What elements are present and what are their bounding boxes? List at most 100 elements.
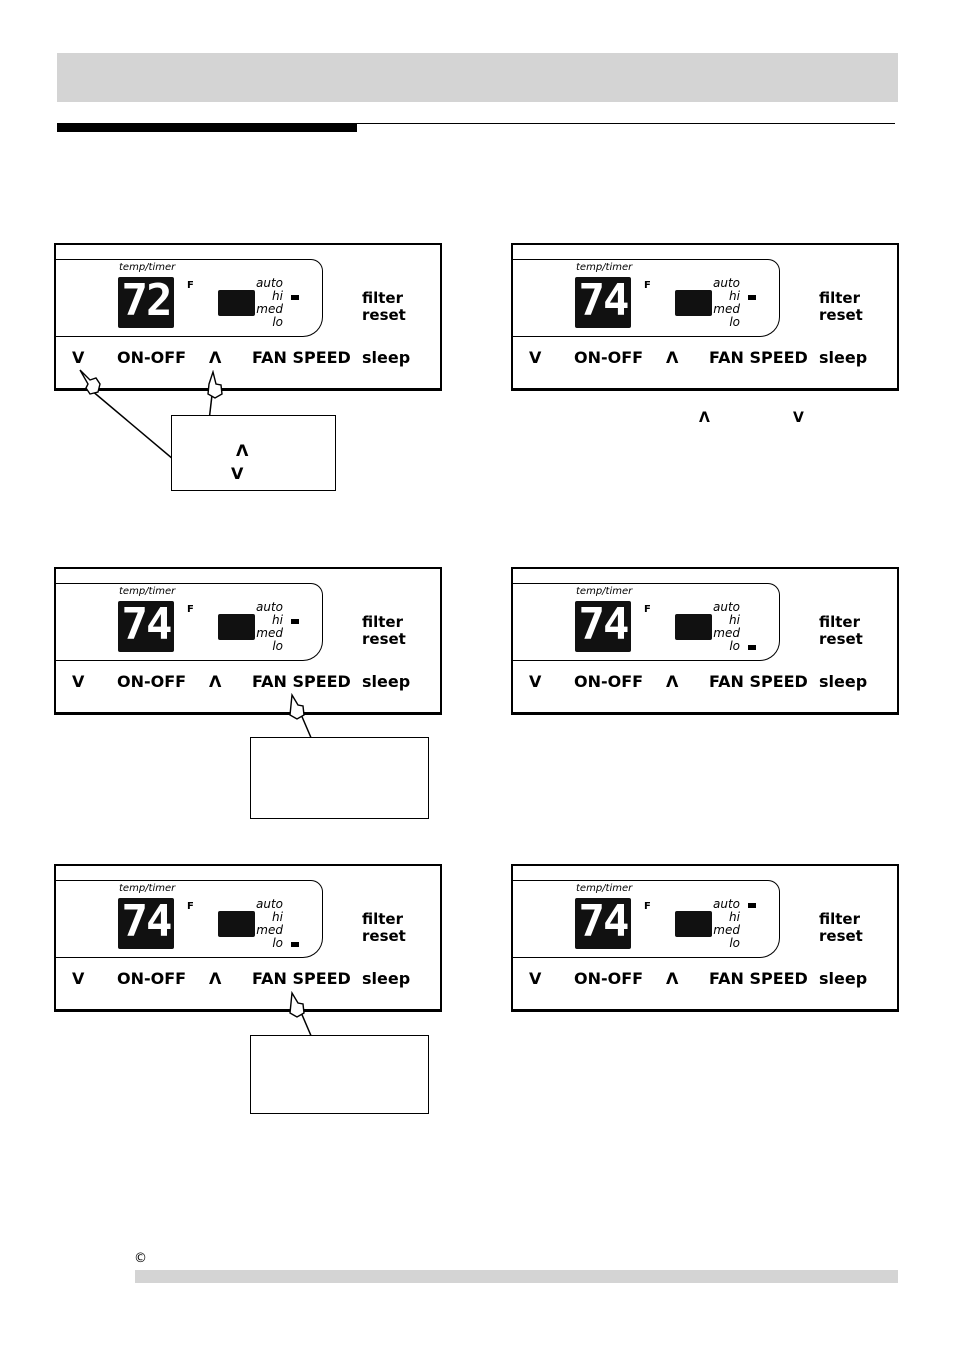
fan-auto-label: auto bbox=[255, 897, 283, 911]
fan-lo-label: lo bbox=[272, 639, 283, 653]
fan-speed-button[interactable]: FAN SPEED bbox=[709, 348, 808, 367]
display-area bbox=[511, 259, 780, 337]
fan-lo-label: lo bbox=[729, 936, 740, 950]
sleep-button[interactable]: sleep bbox=[362, 348, 411, 367]
display-area bbox=[54, 583, 323, 661]
fan-display bbox=[218, 290, 255, 316]
fan-speed-indicator bbox=[748, 645, 756, 650]
panel-edge bbox=[54, 388, 442, 391]
fan-med-label: med bbox=[256, 626, 283, 640]
on-off-button[interactable]: ON-OFF bbox=[574, 348, 644, 367]
panel-edge bbox=[54, 712, 442, 715]
temperature-value: 74 bbox=[578, 896, 630, 947]
fan-speed-button[interactable]: FAN SPEED bbox=[252, 969, 351, 988]
filter-label: filter bbox=[819, 910, 861, 928]
temp-timer-label: temp/timer bbox=[576, 586, 633, 597]
up-button[interactable]: Λ bbox=[666, 969, 679, 988]
reset-label: reset bbox=[362, 630, 406, 648]
header-band bbox=[57, 53, 898, 102]
fan-hi-label: hi bbox=[729, 910, 740, 924]
fan-auto-label: auto bbox=[255, 276, 283, 290]
temperature-display bbox=[575, 277, 631, 328]
callout-box-3 bbox=[250, 1035, 429, 1114]
panel-edge bbox=[511, 1009, 899, 1012]
on-off-button[interactable]: ON-OFF bbox=[574, 672, 644, 691]
fan-hi-label: hi bbox=[272, 613, 283, 627]
temperature-display bbox=[575, 898, 631, 949]
fan-speed-indicator bbox=[291, 295, 299, 300]
fan-med-label: med bbox=[713, 626, 740, 640]
copyright-symbol: © bbox=[134, 1251, 147, 1266]
hand-pointer-icon bbox=[289, 693, 305, 720]
filter-label: filter bbox=[362, 613, 404, 631]
temperature-display bbox=[118, 601, 174, 652]
fan-med-label: med bbox=[713, 302, 740, 316]
down-button[interactable]: V bbox=[72, 672, 85, 691]
fan-display bbox=[675, 290, 712, 316]
hand-pointer-icon bbox=[79, 369, 101, 395]
temp-timer-label: temp/timer bbox=[119, 586, 176, 597]
temp-timer-label: temp/timer bbox=[576, 262, 633, 273]
reset-label: reset bbox=[819, 630, 863, 648]
fan-speed-indicator bbox=[291, 942, 299, 947]
filter-label: filter bbox=[362, 289, 404, 307]
up-button[interactable]: Λ bbox=[209, 348, 222, 367]
on-off-button[interactable]: ON-OFF bbox=[574, 969, 644, 988]
display-area bbox=[54, 259, 323, 337]
filter-label: filter bbox=[362, 910, 404, 928]
sleep-button[interactable]: sleep bbox=[362, 672, 411, 691]
fan-speed-button[interactable]: FAN SPEED bbox=[709, 672, 808, 691]
on-off-button[interactable]: ON-OFF bbox=[117, 348, 187, 367]
sleep-button[interactable]: sleep bbox=[819, 969, 868, 988]
fan-lo-label: lo bbox=[272, 315, 283, 329]
fan-hi-label: hi bbox=[272, 910, 283, 924]
panel-edge bbox=[511, 388, 899, 391]
fan-speed-indicator bbox=[291, 619, 299, 624]
footer-band bbox=[135, 1270, 898, 1283]
down-button[interactable]: V bbox=[529, 348, 542, 367]
on-off-button[interactable]: ON-OFF bbox=[117, 672, 187, 691]
up-button[interactable]: Λ bbox=[666, 672, 679, 691]
fan-med-label: med bbox=[256, 923, 283, 937]
section-rule-thin bbox=[357, 123, 895, 124]
down-button[interactable]: V bbox=[72, 348, 85, 367]
unit-label: F bbox=[187, 280, 194, 291]
sleep-button[interactable]: sleep bbox=[362, 969, 411, 988]
temp-timer-label: temp/timer bbox=[119, 883, 176, 894]
up-button[interactable]: Λ bbox=[209, 672, 222, 691]
callout-box-2 bbox=[250, 737, 429, 819]
temperature-value: 74 bbox=[578, 599, 630, 650]
temperature-value: 74 bbox=[121, 896, 173, 947]
sleep-button[interactable]: sleep bbox=[819, 672, 868, 691]
sleep-button[interactable]: sleep bbox=[819, 348, 868, 367]
fan-speed-button[interactable]: FAN SPEED bbox=[252, 672, 351, 691]
fan-speed-indicator bbox=[748, 295, 756, 300]
caption-down-symbol: V bbox=[793, 410, 804, 426]
callout-box-1 bbox=[171, 415, 336, 491]
temperature-value: 72 bbox=[121, 275, 173, 326]
fan-display bbox=[675, 614, 712, 640]
callout-up-symbol: Λ bbox=[236, 441, 249, 460]
fan-lo-label: lo bbox=[729, 639, 740, 653]
fan-speed-button[interactable]: FAN SPEED bbox=[252, 348, 351, 367]
fan-med-label: med bbox=[256, 302, 283, 316]
fan-med-label: med bbox=[713, 923, 740, 937]
on-off-button[interactable]: ON-OFF bbox=[117, 969, 187, 988]
down-button[interactable]: V bbox=[529, 672, 542, 691]
down-button[interactable]: V bbox=[529, 969, 542, 988]
down-button[interactable]: V bbox=[72, 969, 85, 988]
pointer-line-down bbox=[90, 389, 187, 471]
up-button[interactable]: Λ bbox=[666, 348, 679, 367]
up-button[interactable]: Λ bbox=[209, 969, 222, 988]
temperature-display bbox=[118, 898, 174, 949]
fan-speed-button[interactable]: FAN SPEED bbox=[709, 969, 808, 988]
fan-auto-label: auto bbox=[712, 897, 740, 911]
fan-display bbox=[675, 911, 712, 937]
